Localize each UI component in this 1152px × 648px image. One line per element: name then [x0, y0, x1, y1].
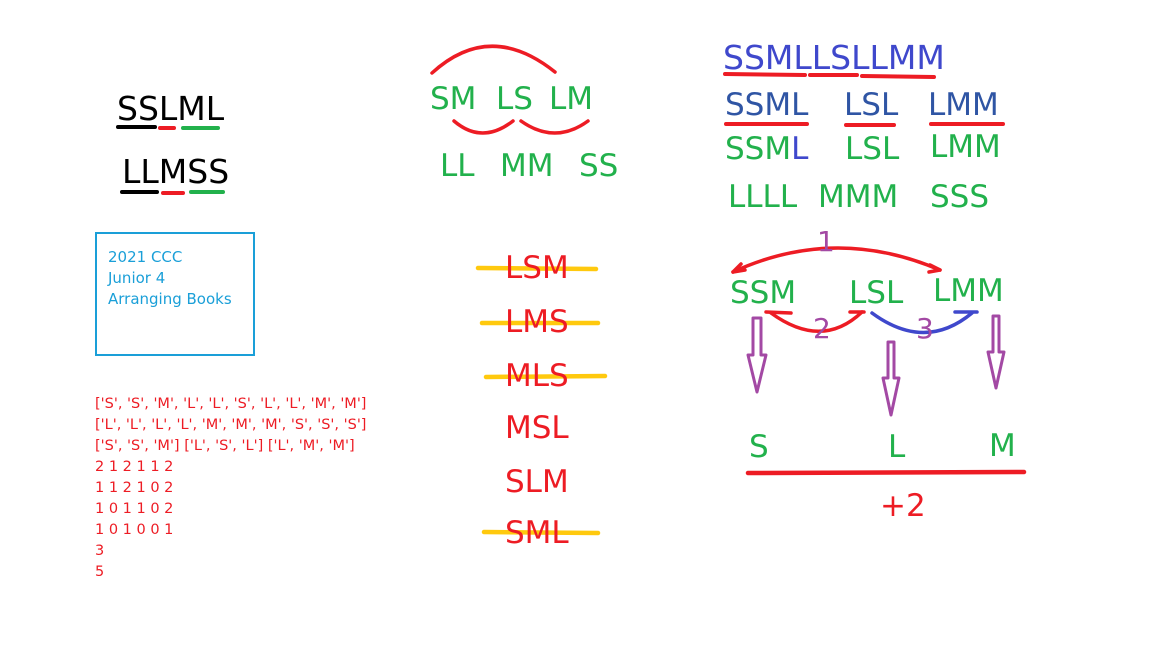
part-lmm: LMM [928, 87, 999, 123]
console-line: ['S', 'S', 'M', 'L', 'L', 'S', 'L', 'L',… [95, 396, 367, 412]
console-line: ['S', 'S', 'M'] ['L', 'S', 'L'] ['L', 'M… [95, 438, 355, 454]
example-llmss: LLMSS [122, 152, 230, 191]
full-sequence: SSMLLSLLMM [723, 38, 945, 77]
perm-item: SML [505, 515, 569, 551]
group-lsl: LSL [845, 131, 900, 167]
perm-item: LSM [505, 250, 569, 286]
box-line-3: Arranging Books [108, 290, 232, 308]
console-line: ['L', 'L', 'L', 'L', 'M', 'M', 'M', 'S',… [95, 417, 367, 433]
console-output: ['S', 'S', 'M', 'L', 'L', 'S', 'L', 'L',… [95, 394, 366, 583]
result-l: L [888, 429, 906, 465]
console-line: 1 1 2 1 0 2 [95, 480, 174, 496]
perm-item: MLS [505, 358, 569, 394]
group-l-text: L [791, 131, 809, 167]
group-ssm-text: SSM [725, 131, 792, 167]
target-llll: LLLL [728, 179, 798, 215]
same-ll: LL [440, 148, 475, 184]
middle-arcs [430, 44, 590, 135]
perm-item: LMS [505, 304, 569, 340]
box-line-1: 2021 CCC [108, 248, 183, 266]
console-line: 5 [95, 564, 105, 580]
target-mmm: MMM [818, 179, 899, 215]
segment-lsl: LSL [849, 275, 904, 311]
same-mm: MM [500, 148, 554, 184]
example-sslml: SSLML [117, 89, 225, 128]
target-sss: SSS [930, 179, 990, 215]
console-line: 2 1 2 1 1 2 [95, 459, 174, 475]
segment-lmm: LMM [933, 273, 1004, 309]
group-lmm: LMM [930, 129, 1001, 165]
segment-ssm: SSM [730, 275, 797, 311]
console-line: 1 0 1 0 0 1 [95, 522, 174, 538]
swap-count-2: 2 [813, 312, 831, 345]
pair-ls: LS [496, 81, 533, 117]
part-ssml: SSML [725, 87, 809, 123]
result-s: S [749, 429, 769, 465]
console-line: 1 0 1 1 0 2 [95, 501, 174, 517]
console-line: 3 [95, 543, 105, 559]
box-line-2: Junior 4 [108, 269, 166, 287]
swap-arcs [731, 246, 979, 335]
down-arrows [746, 314, 1006, 417]
left-underlines [116, 125, 225, 195]
pair-lm: LM [549, 81, 594, 117]
pair-sm: SM [430, 81, 477, 117]
same-ss: SS [579, 148, 619, 184]
swap-count-1: 1 [817, 225, 835, 258]
part-lsl: LSL [844, 87, 899, 123]
result-line [745, 469, 1027, 476]
problem-title-box: 2021 CCC Junior 4 Arranging Books [95, 232, 255, 356]
strike-lines [475, 265, 608, 536]
perm-item: SLM [505, 464, 569, 500]
perm-item: MSL [505, 410, 569, 446]
result-plus-two: +2 [880, 488, 926, 524]
right-underlines [723, 72, 1005, 127]
swap-count-3: 3 [916, 312, 934, 345]
group-ssml: SSML [725, 134, 808, 165]
result-m: M [989, 428, 1016, 464]
